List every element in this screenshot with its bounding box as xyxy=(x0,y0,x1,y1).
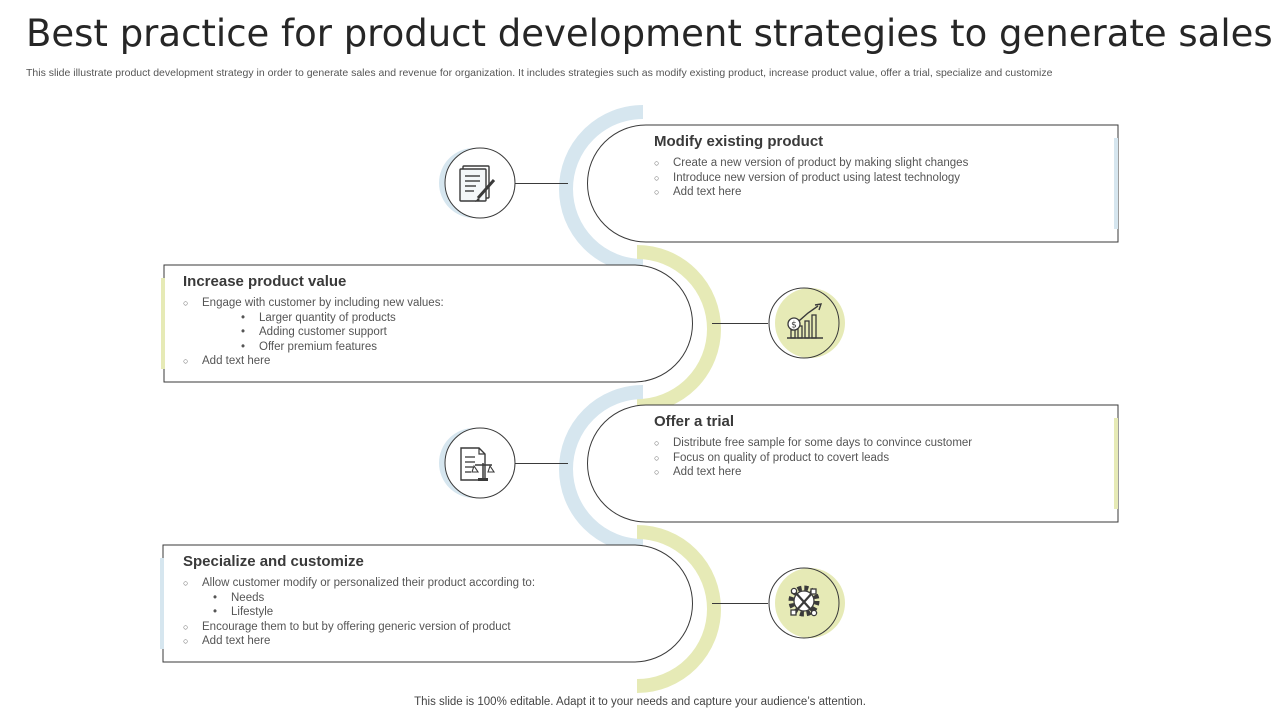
step-title: Modify existing product xyxy=(654,133,824,150)
svg-text:$: $ xyxy=(791,321,797,331)
step-1-colored-arc xyxy=(559,105,644,273)
page-title: Best practice for product development st… xyxy=(26,12,1273,55)
sub-bullet-item: Adding customer support xyxy=(183,325,623,340)
bullet-item: Encourage them to but by offering generi… xyxy=(183,620,633,635)
step-3-colored-arc xyxy=(559,385,644,553)
step-card-modify-existing-product: Modify existing product Create a new ver… xyxy=(654,133,1094,200)
document-edit-icon xyxy=(439,147,516,219)
bullet-item: Distribute free sample for some days to … xyxy=(654,436,1094,451)
step-title: Increase product value xyxy=(183,273,347,290)
bullet-item: Add text here xyxy=(654,465,1094,480)
sub-bullet-item: Offer premium features xyxy=(183,340,623,355)
sub-bullet-item: Needs xyxy=(183,591,633,606)
sub-bullet-item: Larger quantity of products xyxy=(183,311,623,326)
bullet-item: Add text here xyxy=(183,634,633,649)
step-title: Offer a trial xyxy=(654,413,735,430)
bullet-item: Add text here xyxy=(654,185,1094,200)
dollar-growth-chart-icon: $ xyxy=(768,287,845,359)
step-bullets: Engage with customer by including new va… xyxy=(183,296,623,369)
footer-note: This slide is 100% editable. Adapt it to… xyxy=(414,696,866,708)
step-bullets: Allow customer modify or personalized th… xyxy=(183,576,633,649)
step-card-increase-product-value: Increase product value Engage with custo… xyxy=(183,273,623,369)
step-card-offer-a-trial: Offer a trial Distribute free sample for… xyxy=(654,413,1094,480)
bullet-item: Add text here xyxy=(183,354,623,369)
bullet-item: Allow customer modify or personalized th… xyxy=(183,576,633,591)
page-subtitle: This slide illustrate product developmen… xyxy=(26,67,1053,79)
step-card-specialize-and-customize: Specialize and customize Allow customer … xyxy=(183,553,633,649)
bullet-item: Focus on quality of product to covert le… xyxy=(654,451,1094,466)
step-2-colored-arc xyxy=(636,245,721,413)
bullet-item: Introduce new version of product using l… xyxy=(654,171,1094,186)
step-4-colored-arc xyxy=(636,525,721,693)
document-scale-icon xyxy=(439,427,516,499)
step-bullets: Create a new version of product by makin… xyxy=(654,156,1094,200)
step-bullets: Distribute free sample for some days to … xyxy=(654,436,1094,480)
step-title: Specialize and customize xyxy=(183,553,364,570)
bullet-item: Create a new version of product by makin… xyxy=(654,156,1094,171)
sub-bullet-item: Lifestyle xyxy=(183,605,633,620)
gear-tools-icon xyxy=(768,567,845,639)
bullet-item: Engage with customer by including new va… xyxy=(183,296,623,311)
